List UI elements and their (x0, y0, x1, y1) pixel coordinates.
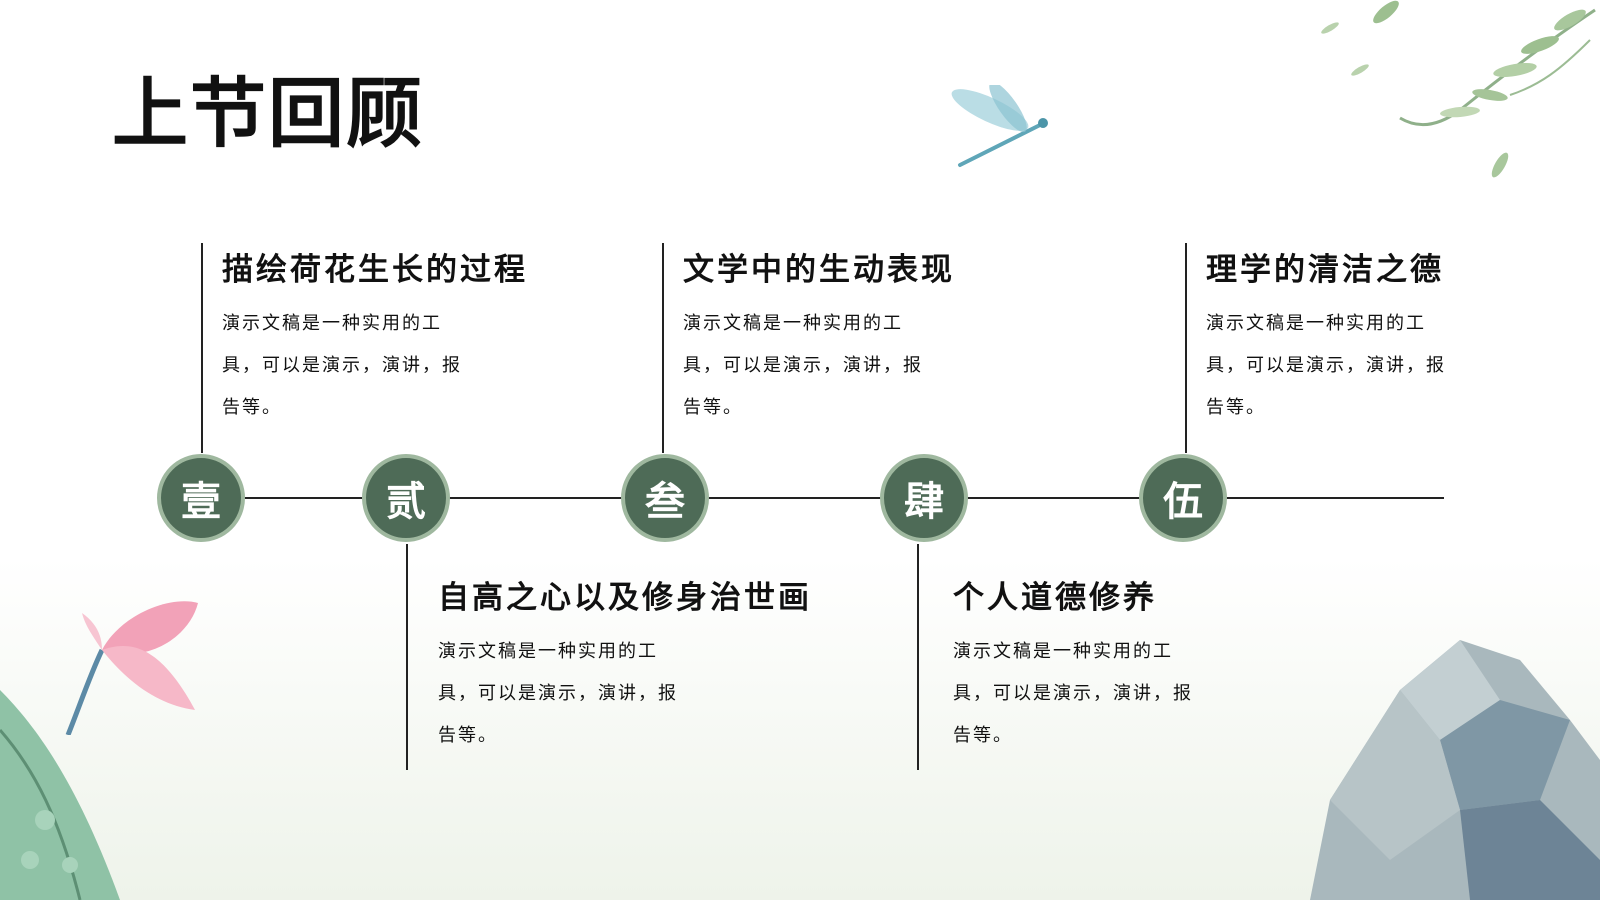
connector-line-2 (406, 544, 408, 770)
connector-line-5 (1185, 243, 1187, 453)
timeline-node-1: 壹 (157, 454, 245, 542)
connector-line-4 (917, 544, 919, 770)
timeline-node-2: 贰 (362, 454, 450, 542)
timeline-item-2: 自高之心以及修身治世画 演示文稿是一种实用的工具，可以是演示，演讲，报告等。 (438, 572, 858, 757)
rock-illustration (1310, 640, 1600, 900)
timeline-item-5: 理学的清洁之德 演示文稿是一种实用的工具，可以是演示，演讲，报告等。 (1206, 244, 1586, 429)
dragonfly-illustration (951, 85, 1048, 167)
timeline-item-4: 个人道德修养 演示文稿是一种实用的工具，可以是演示，演讲，报告等。 (953, 572, 1373, 757)
item-heading: 文学中的生动表现 (683, 252, 955, 288)
page-title: 上节回顾 (112, 69, 424, 158)
timeline-node-5: 伍 (1139, 454, 1227, 542)
connector-line-3 (662, 243, 664, 453)
item-description: 演示文稿是一种实用的工具，可以是演示，演讲，报告等。 (438, 641, 678, 746)
item-heading: 个人道德修养 (953, 580, 1157, 616)
timeline-node-3: 叁 (621, 454, 709, 542)
willow-branch-illustration (1321, 0, 1596, 178)
item-description: 演示文稿是一种实用的工具，可以是演示，演讲，报告等。 (222, 313, 462, 418)
connector-line-1 (201, 243, 203, 453)
timeline-item-3: 文学中的生动表现 演示文稿是一种实用的工具，可以是演示，演讲，报告等。 (683, 244, 1103, 429)
item-heading: 自高之心以及修身治世画 (438, 580, 812, 616)
timeline-node-4: 肆 (880, 454, 968, 542)
lotus-leaf-illustration (0, 690, 120, 900)
item-description: 演示文稿是一种实用的工具，可以是演示，演讲，报告等。 (1206, 313, 1446, 418)
item-heading: 理学的清洁之德 (1206, 252, 1444, 288)
timeline-item-1: 描绘荷花生长的过程 演示文稿是一种实用的工具，可以是演示，演讲，报告等。 (222, 244, 642, 429)
lotus-bud-illustration (65, 601, 198, 735)
item-description: 演示文稿是一种实用的工具，可以是演示，演讲，报告等。 (953, 641, 1193, 746)
item-heading: 描绘荷花生长的过程 (222, 252, 528, 288)
timeline-axis (198, 497, 1444, 499)
item-description: 演示文稿是一种实用的工具，可以是演示，演讲，报告等。 (683, 313, 923, 418)
